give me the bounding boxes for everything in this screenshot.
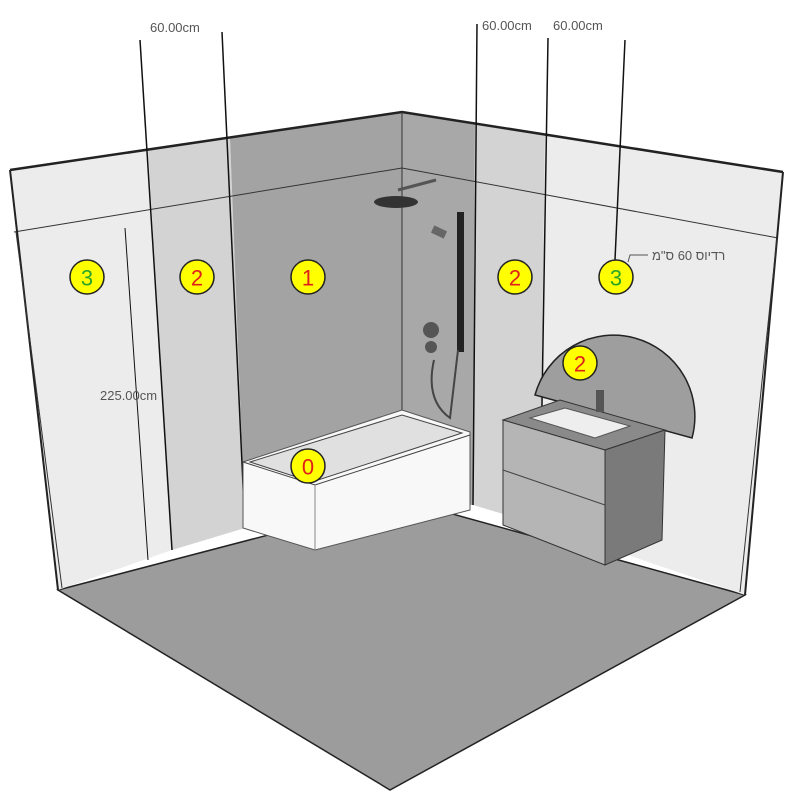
svg-text:3: 3 (610, 266, 622, 291)
dim-right-width-1: 60.00cm (482, 18, 532, 33)
dim-left-width: 60.00cm (150, 20, 200, 35)
dim-height: 225.00cm (100, 388, 157, 403)
zone-badge-3-left: 3 (69, 259, 105, 295)
svg-text:0: 0 (302, 455, 314, 480)
zone-badge-3-right: 3 (598, 259, 634, 295)
left-wall-inner-edge (15, 231, 63, 589)
zone-badge-1: 1 (290, 259, 326, 295)
svg-text:1: 1 (302, 266, 314, 291)
svg-text:3: 3 (81, 266, 93, 291)
zone-badge-2-right: 2 (497, 259, 533, 295)
svg-text:2: 2 (509, 266, 521, 291)
svg-text:2: 2 (191, 266, 203, 291)
svg-text:2: 2 (574, 352, 586, 377)
sink-vanity (501, 390, 667, 566)
zone-badge-0-bathtub: 0 (290, 448, 326, 484)
right-wall-inner-edge (739, 237, 778, 593)
left-wall-edge (9, 169, 59, 591)
zone-badge-2-sink: 2 (562, 345, 598, 381)
shower-fixture (374, 178, 464, 420)
left-wall-zone-3 (10, 150, 172, 590)
dim-right-width-2: 60.00cm (553, 18, 603, 33)
zone-badge-2-left: 2 (179, 259, 215, 295)
left-wall-zone-2 (148, 138, 245, 550)
radius-note: רדיוס 60 ס"מ (652, 248, 725, 263)
right-wall-zone-1 (402, 112, 475, 505)
